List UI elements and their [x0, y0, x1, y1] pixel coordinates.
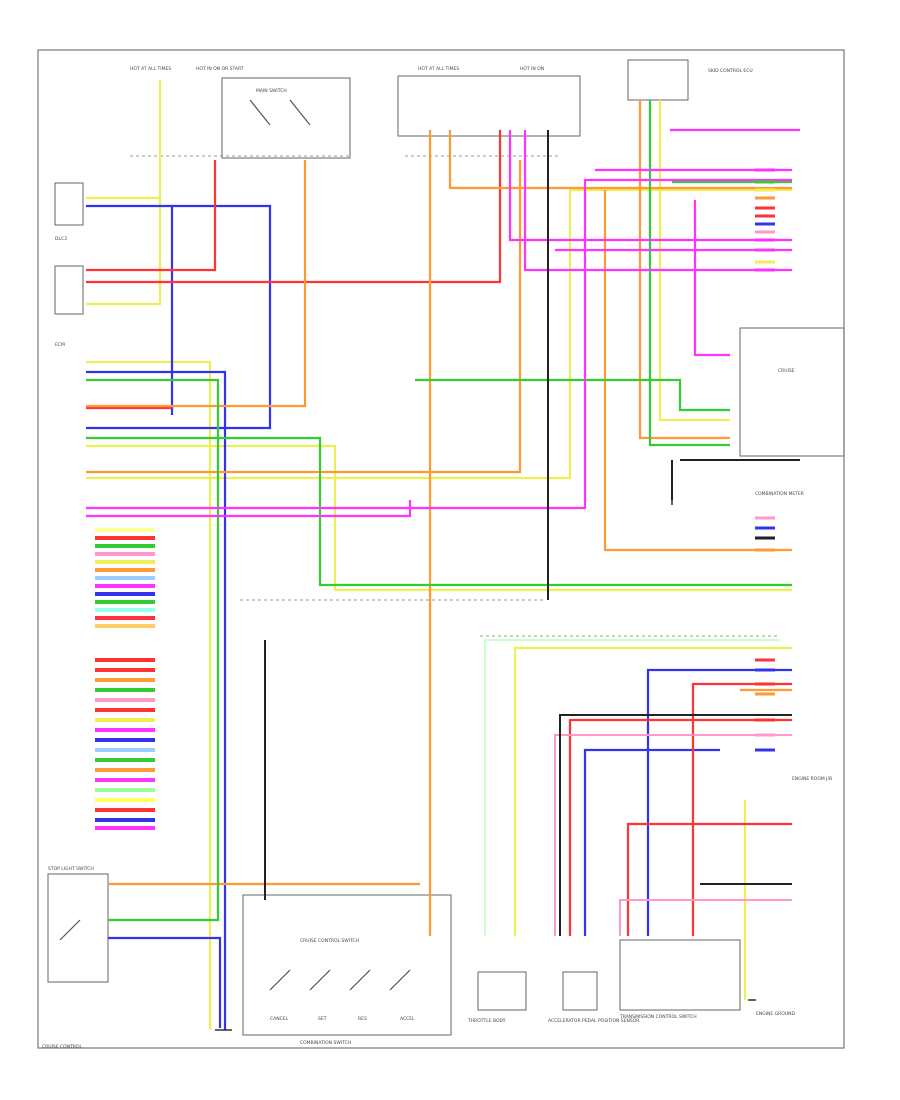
switch-contacts — [59, 99, 411, 991]
wire-green — [86, 100, 792, 922]
engine-ground-label: ENGINE GROUND — [756, 1011, 795, 1017]
skid-ecu-box — [627, 59, 689, 101]
transmission-switch-label: TRANSMISSION CONTROL SWITCH — [619, 1014, 697, 1020]
cancel-label: CANCEL — [270, 1016, 289, 1022]
cruise-indicator-label: CRUISE — [778, 368, 795, 374]
footer-label: CRUISE CONTROL — [42, 1044, 82, 1050]
stop-light-switch-box — [47, 873, 109, 983]
throttle-body-box — [477, 971, 527, 1011]
stop-light-switch-label: STOP LIGHT SWITCH — [48, 866, 94, 872]
main-switch-label: MAIN SWITCH — [256, 88, 287, 94]
combination-switch-label: COMBINATION SWITCH — [300, 1040, 351, 1046]
left-connector-box — [54, 182, 84, 226]
fuse-label-3: HOT AT ALL TIMES — [418, 66, 459, 72]
text-labels: HOT AT ALL TIMES HOT IN ON OR START HOT … — [42, 66, 832, 1050]
cruise-control-switch-box — [242, 894, 452, 1036]
skid-ecu-label: SKID CONTROL ECU — [708, 68, 753, 74]
accel-sensor-label: ACCELERATOR PEDAL POSITION SENSOR — [548, 1018, 639, 1024]
wire-light — [484, 639, 780, 936]
ground-bus-lines — [130, 155, 780, 637]
cruise-indicator-box — [397, 75, 581, 137]
ground-symbols — [215, 500, 756, 1031]
wire-black — [264, 130, 800, 936]
main-switch-box — [221, 77, 351, 159]
wire-blue — [86, 204, 792, 1030]
component-boxes — [47, 59, 845, 1036]
set-label: SET — [318, 1016, 327, 1022]
throttle-body-label: THROTTLE BODY — [467, 1018, 506, 1024]
ecm-label: ECM — [55, 342, 65, 348]
transmission-switch-box — [619, 939, 741, 1011]
ecm-connector-stubs — [95, 528, 155, 830]
dlc3-label: DLC3 — [55, 236, 67, 242]
wire-orange — [86, 100, 792, 936]
right-connector-stubs — [755, 168, 775, 752]
wire-yellow — [86, 80, 792, 1030]
accel-sensor-box — [562, 971, 598, 1011]
combination-meter-box — [739, 327, 845, 457]
wire-magenta — [86, 128, 800, 518]
fuse-label-4: HOT IN ON — [520, 66, 544, 72]
engine-room-jb-label: ENGINE ROOM J/B — [792, 776, 832, 782]
res-label: RES — [358, 1016, 367, 1022]
fuse-label-1: HOT AT ALL TIMES — [130, 66, 171, 72]
combination-meter-label: COMBINATION METER — [755, 491, 804, 497]
diagram-frame — [37, 49, 845, 1049]
left-connector-box-2 — [54, 265, 84, 315]
wire-pink — [554, 734, 792, 936]
accel-label: ACCEL — [400, 1016, 415, 1022]
fuse-label-2: HOT IN ON OR START — [196, 66, 244, 72]
cruise-control-switch-label: CRUISE CONTROL SWITCH — [300, 938, 359, 944]
